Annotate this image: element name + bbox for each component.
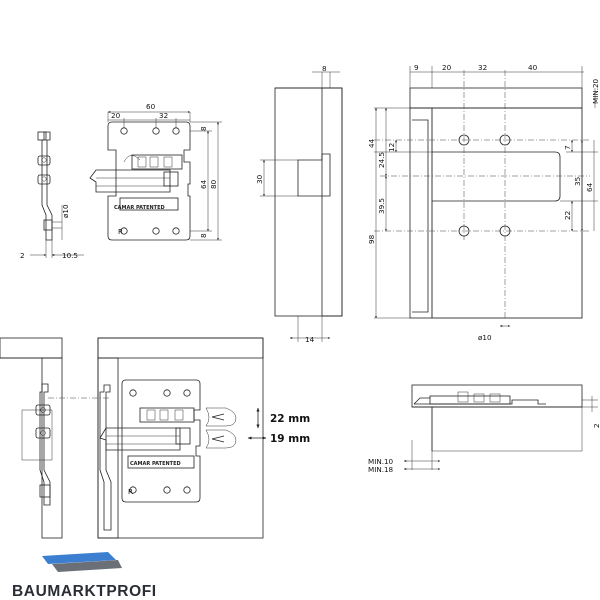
view3-dim-32: 32 [478, 63, 487, 72]
view1-dim-64: 64 [199, 179, 208, 189]
view1-dim-2: 2 [20, 251, 25, 260]
view4-adjust-horizontal: 19 mm [270, 433, 310, 445]
logo-text: BAUMARKTPROFI [12, 583, 157, 600]
view1-dim-80: 80 [209, 179, 218, 189]
view1-dim-8-top: 8 [199, 126, 208, 131]
view3-dim-20: 20 [442, 63, 452, 72]
view2-dim-30: 30 [255, 174, 264, 184]
screw-hole [120, 227, 128, 235]
view2-section [260, 71, 343, 342]
view1-dim-8-bottom: 8 [199, 233, 208, 238]
view4-assembly [0, 337, 267, 539]
view3-dim-35: 35 [573, 177, 582, 186]
view1-dim-60: 60 [146, 102, 156, 111]
view3-dim-22: 22 [563, 211, 572, 220]
view3-dim-40: 40 [528, 63, 538, 72]
view1-side-profile [30, 131, 84, 258]
view3-dim-7: 7 [563, 145, 572, 150]
view5-top-section [403, 384, 598, 470]
screw-hole [120, 127, 128, 135]
view3-dim-39-5: 39.5 [377, 198, 386, 214]
view2-dim-14: 14 [305, 335, 315, 344]
view3-dim-24-5: 24.5 [377, 152, 386, 168]
view4-side-mark: R [128, 487, 133, 496]
view1-dimensions [107, 111, 222, 241]
screw-hole [152, 227, 160, 235]
screw-hole [183, 389, 191, 397]
logo-stripe-blue [42, 552, 116, 564]
view3-dim-98: 98 [367, 234, 376, 244]
view1-dim-10-5: 10.5 [62, 251, 78, 260]
screw-hole [152, 127, 160, 135]
screw-hole [129, 486, 137, 494]
screw-hole [183, 486, 191, 494]
view3-dim-dia10: ø10 [478, 333, 492, 342]
screw-hole [163, 486, 171, 494]
view5-dim-min18: MIN.18 [368, 465, 394, 474]
view3-dim-12: 12 [387, 143, 396, 152]
view1-dim-dia10: ø10 [61, 204, 70, 218]
view1-bracket-front [89, 121, 191, 241]
view4-brand-label: CAMAR PATENTED [130, 461, 181, 467]
screw-hole [172, 127, 180, 135]
logo-stripe-grey [52, 560, 122, 572]
view3-dim-64: 64 [585, 182, 594, 192]
view3-drilling-template [374, 66, 598, 327]
screw-hole [129, 389, 137, 397]
view5-dim-min10: MIN.10 [368, 457, 394, 466]
view3-dim-44: 44 [367, 138, 376, 148]
view1-dim-20: 20 [111, 111, 121, 120]
baumarktprofi-logo: BAUMARKTPROFI [12, 552, 157, 600]
view1-side-mark: R [118, 227, 123, 236]
view3-dim-9: 9 [414, 63, 419, 72]
view1-dim-32: 32 [159, 111, 168, 120]
view1-brand-label: CAMAR PATENTED [114, 205, 165, 211]
screw-hole [172, 227, 180, 235]
view5-dim-2: 2 [592, 423, 600, 428]
view4-adjust-vertical: 22 mm [270, 413, 310, 425]
screw-hole [163, 389, 171, 397]
view2-dim-8: 8 [322, 64, 327, 73]
view3-dim-min20: MIN.20 [591, 78, 600, 104]
